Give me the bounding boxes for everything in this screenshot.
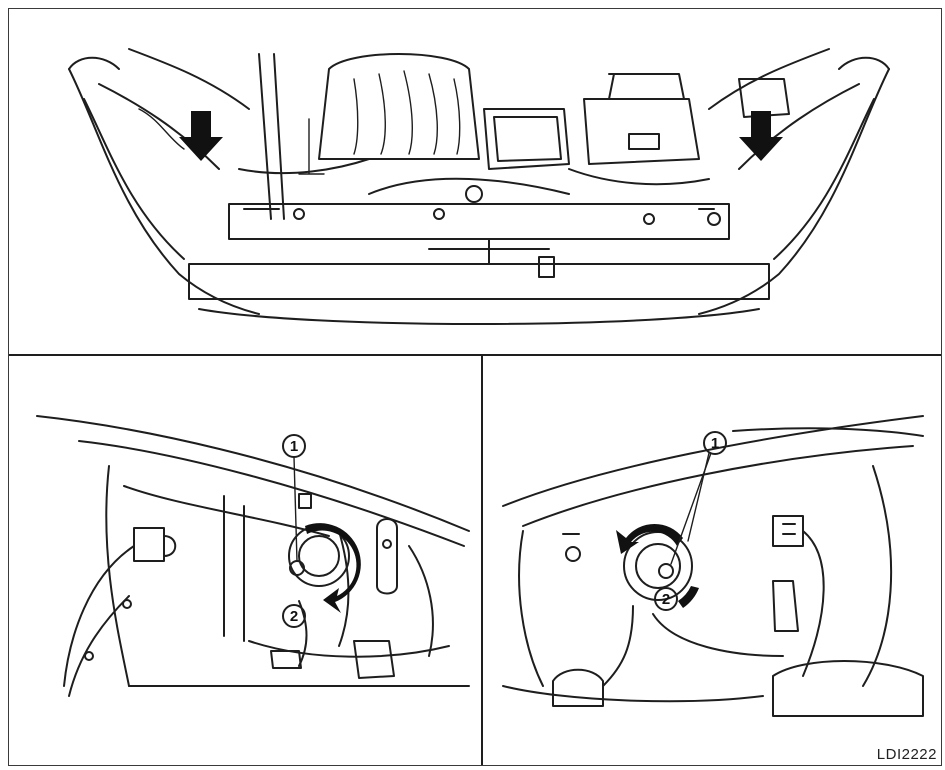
vertical-divider <box>481 355 483 765</box>
callout-left-2: 2 <box>290 608 298 625</box>
callout-left-1: 1 <box>290 438 298 455</box>
callout-right-1: 1 <box>711 435 719 452</box>
right-headlamp-bulb-illustration: 1 2 <box>502 415 924 717</box>
callout-right-2: 2 <box>662 591 670 608</box>
engine-compartment-illustration <box>68 48 890 325</box>
horizontal-divider <box>9 354 941 356</box>
figure-frame: 1 2 1 2 <box>8 8 942 766</box>
right-headlamp-arrow-icon <box>739 111 783 161</box>
left-headlamp-arrow-icon <box>179 111 223 161</box>
left-headlamp-bulb-illustration: 1 2 <box>36 415 470 697</box>
figure-reference-code: LDI2222 <box>876 746 937 763</box>
